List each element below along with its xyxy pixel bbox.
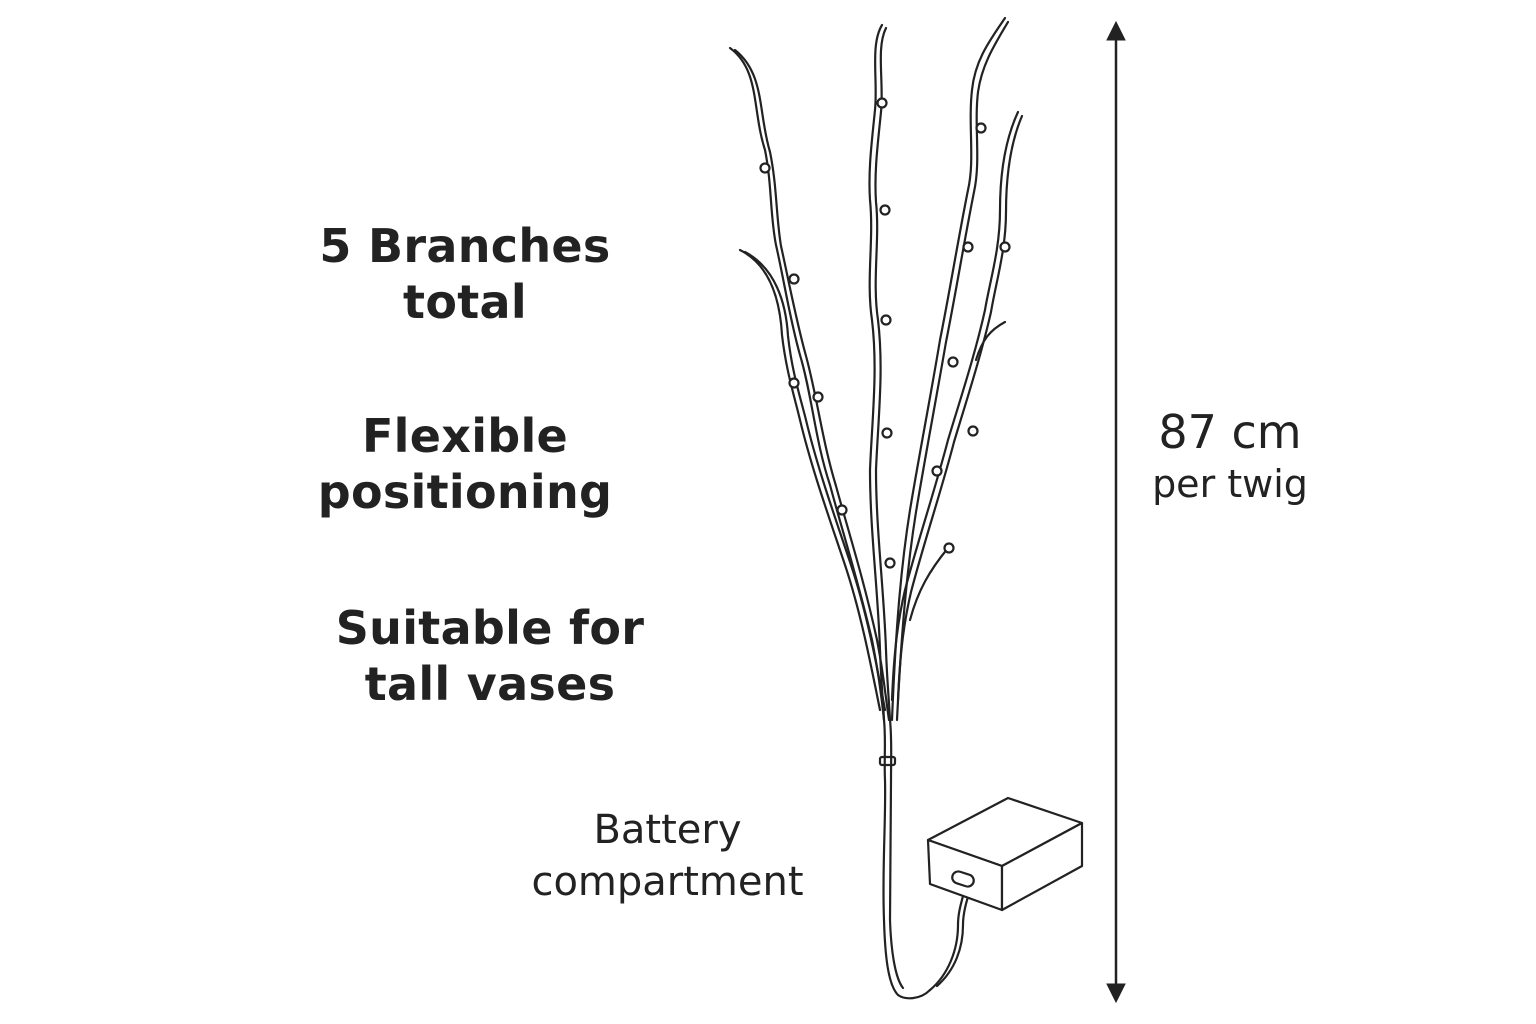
battery-label-line1: Battery [593,807,742,853]
height-label: 87 cm per twig [1130,403,1330,507]
height-value: 87 cm [1158,405,1302,459]
feature-vases: Suitable for tall vases [320,600,660,712]
branch-4-outline [895,20,1010,722]
feature-branches-line1: 5 Branches [319,219,611,273]
feature-vases-line2: tall vases [364,657,616,711]
height-unit-note: per twig [1152,462,1308,506]
height-arrow-bottom [1106,983,1126,1004]
battery-box-side [1000,821,1084,912]
feature-flexible-line1: Flexible [361,409,569,463]
branch-5 [890,110,1020,702]
feature-branches-line2: total [403,275,527,329]
branch-3-outline [874,26,892,722]
branch-3 [868,23,886,722]
battery-cable-outline [935,888,972,988]
feature-flexible-line2: positioning [317,465,613,519]
battery-label-line2: compartment [531,859,804,905]
twig-buds [759,97,1011,569]
twig-stem-outline [888,718,905,990]
branch-5-outline [896,114,1024,702]
battery-box-icon [926,796,1084,912]
twig-stem [882,718,932,1000]
feature-flexible: Flexible positioning [300,408,630,520]
side-twig-a [974,320,1007,362]
feature-vases-line1: Suitable for [335,601,645,655]
battery-label: Battery compartment [495,804,840,908]
height-arrow-top [1106,20,1126,41]
branch-2 [738,248,882,712]
branch-1-outline [733,48,891,722]
twig-binder [878,755,897,767]
branch-2-outline [743,250,887,712]
feature-branches: 5 Branches total [305,218,625,330]
branch-4 [890,16,1007,722]
side-twig-b [908,546,950,622]
battery-cable [928,886,967,992]
twig-illustration [728,16,1024,1000]
battery-switch [951,870,975,888]
double-arrow-icon [1106,20,1126,1004]
